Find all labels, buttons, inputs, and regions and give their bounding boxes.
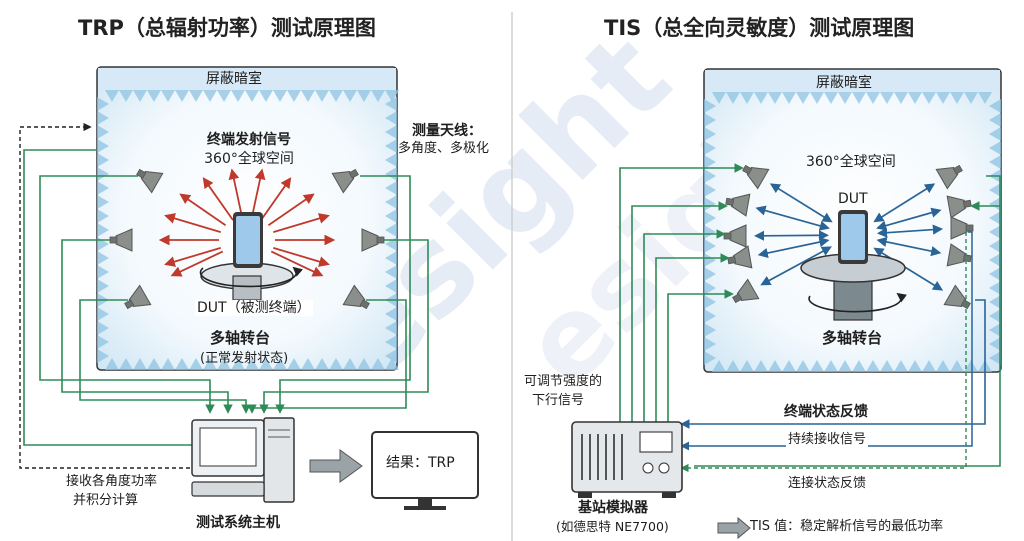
tis-dut-label: DUT xyxy=(838,191,868,207)
right-chamber-label: 屏蔽暗室 xyxy=(816,75,872,91)
tis-space-label: 360°全球空间 xyxy=(806,154,896,170)
red-arrow xyxy=(270,250,324,277)
red-arrow xyxy=(228,168,244,218)
trp-phone-icon xyxy=(233,212,263,268)
tis-note: TIS 值：稳定解析信号的最低功率 xyxy=(750,519,944,534)
host-computer-icon xyxy=(191,417,295,503)
trp-antenna-mid-left xyxy=(109,228,133,252)
blue-arrow xyxy=(753,230,830,241)
red-arrow xyxy=(164,246,221,267)
antenna-sub-label: 多角度、多极化 xyxy=(398,141,490,156)
antenna-label: 测量天线： xyxy=(412,123,482,139)
blue-arrow xyxy=(755,205,830,231)
cable xyxy=(643,229,726,422)
host-label: 测试系统主机 xyxy=(196,515,280,531)
cable xyxy=(23,149,192,446)
cable xyxy=(655,253,730,422)
tis-disconnect-dashed xyxy=(680,232,967,473)
left-chamber-absorbers xyxy=(97,90,399,370)
integrate-label: 并积分计算 xyxy=(73,493,139,508)
downlink-label: 可调节强度的 xyxy=(524,374,603,389)
cable xyxy=(247,299,407,414)
cable xyxy=(631,201,728,422)
simulator-label: 基站模拟器 xyxy=(578,500,648,516)
trp-antenna-bottom-left xyxy=(124,284,152,310)
trp-dut-label: DUT（被测终端） xyxy=(195,300,313,317)
tis-note-arrow-icon xyxy=(717,516,751,540)
trp-turntable-column xyxy=(232,275,262,301)
cable xyxy=(694,201,1001,467)
left-chamber-header xyxy=(98,68,396,90)
tis-title: TIS（总全向灵敏度）测试原理图 xyxy=(604,16,915,40)
right-chamber-absorbers xyxy=(704,92,1001,372)
trp-rotation-arrow xyxy=(199,266,303,288)
tis-phone-icon xyxy=(838,210,868,264)
trp-feedback-dashed xyxy=(19,122,190,469)
tis-antenna xyxy=(742,164,770,190)
result-label: 结果：TRP xyxy=(386,455,455,471)
downlink-sub-label: 下行信号 xyxy=(532,393,585,408)
blue-arrow xyxy=(876,224,944,238)
red-arrow xyxy=(164,213,221,234)
blue-arrow xyxy=(760,246,832,286)
tis-antenna xyxy=(935,164,963,190)
red-arrow xyxy=(179,193,227,226)
trp-radiation-arrows xyxy=(158,168,336,277)
red-arrow xyxy=(170,250,224,277)
base-station-simulator-icon xyxy=(571,421,683,498)
receive-label: 接收各角度功率 xyxy=(64,474,160,490)
cable xyxy=(275,175,411,414)
blue-arrow xyxy=(873,247,944,291)
trp-turntable-label: 多轴转台 xyxy=(210,329,271,347)
trp-antenna-top-left xyxy=(136,168,164,194)
tis-rotation-arrow xyxy=(808,292,908,313)
left-chamber-label: 屏蔽暗室 xyxy=(206,71,262,87)
tis-turntable-label: 多轴转台 xyxy=(822,329,883,347)
feedback-label: 终端状态反馈 xyxy=(782,404,870,421)
cable xyxy=(259,239,429,414)
trp-signal-label: 终端发射信号 xyxy=(207,132,291,148)
cable xyxy=(667,289,734,422)
result-arrow xyxy=(309,449,363,483)
red-arrow xyxy=(202,177,234,221)
right-chamber-header xyxy=(705,70,1000,92)
trp-title: TRP（总辐射功率）测试原理图 xyxy=(78,16,376,40)
tis-antenna xyxy=(946,243,972,267)
result-monitor-icon xyxy=(371,431,479,510)
tis-antenna xyxy=(950,216,974,240)
tis-cables xyxy=(619,163,1001,467)
red-arrow xyxy=(250,168,266,218)
trp-cables xyxy=(23,149,429,446)
red-arrow xyxy=(273,246,330,267)
cable xyxy=(619,163,744,422)
simulator-sub-label: (如德思特 NE7700) xyxy=(556,519,669,534)
tis-antenna xyxy=(946,195,972,219)
trp-antenna-top-right xyxy=(331,168,359,194)
trp-antenna-mid-right xyxy=(361,228,385,252)
continuous-label: 持续接收信号 xyxy=(786,432,869,448)
red-arrow xyxy=(267,193,315,226)
red-arrow xyxy=(273,213,330,234)
tis-antenna xyxy=(732,278,760,304)
cable xyxy=(986,175,1001,206)
cable xyxy=(39,175,215,414)
cable xyxy=(61,239,233,414)
red-arrow xyxy=(260,177,292,221)
tis-feedback-line xyxy=(680,299,986,429)
trp-antenna-bottom-right xyxy=(342,284,370,310)
trp-space-label: 360°全球空间 xyxy=(204,151,294,167)
trp-turntable-sub: (正常发射状态) xyxy=(200,351,289,366)
disconnect-label: 连接状态反馈 xyxy=(786,476,869,492)
tis-signal-arrows xyxy=(753,183,944,291)
cable xyxy=(79,299,251,414)
